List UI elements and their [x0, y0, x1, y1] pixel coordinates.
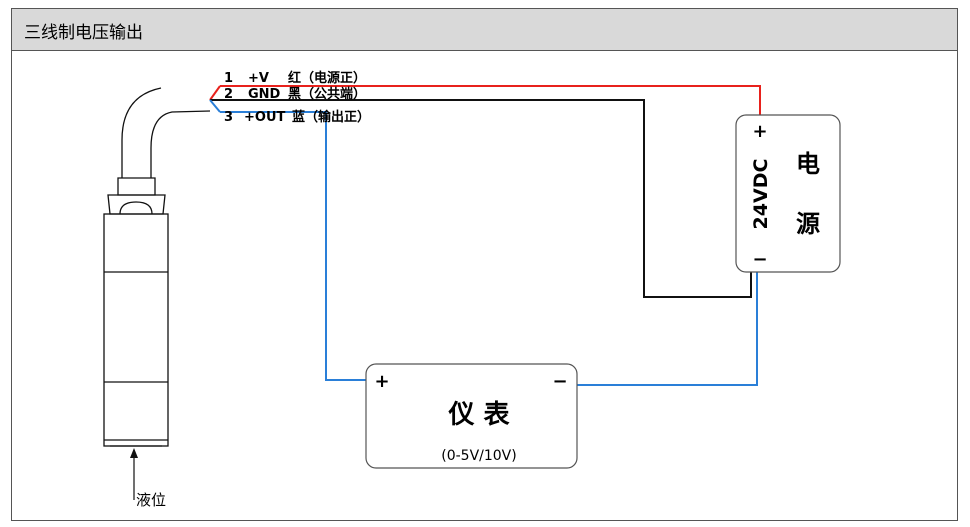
meter-label: 仪 表: [447, 400, 510, 430]
wire-3-number: 3: [224, 110, 233, 125]
wire-blue-return: [577, 268, 758, 386]
wire-1-number: 1: [224, 71, 233, 86]
wire-3-desc: 蓝（输出正）: [292, 109, 370, 125]
meter-minus: −: [552, 371, 567, 392]
wire-3-signal: +OUT: [244, 110, 286, 125]
level-label: 液位: [136, 491, 166, 509]
wire-red: [220, 85, 761, 117]
wire-black: [222, 99, 752, 298]
meter: + − 仪 表 (0-5V/10V): [365, 363, 578, 469]
power-plus: +: [752, 121, 767, 142]
wire-1-signal: +V: [248, 71, 269, 86]
power-supply: + − 24VDC 电 源: [735, 114, 841, 273]
level-arrow: [130, 448, 138, 500]
header-bar: 三线制电压输出: [12, 9, 957, 51]
power-label-1: 电: [796, 150, 820, 178]
wire-2-signal: GND: [248, 87, 281, 102]
power-minus: −: [752, 249, 767, 270]
level-sensor: [103, 87, 211, 447]
meter-range: (0-5V/10V): [441, 448, 516, 464]
wire-2-number: 2: [224, 87, 233, 102]
meter-plus: +: [374, 371, 389, 392]
cable-fanout: [209, 85, 222, 113]
wire-1-desc: 红（电源正）: [288, 70, 366, 86]
wire-2-desc: 黑（公共端）: [288, 86, 366, 102]
power-voltage: 24VDC: [750, 159, 772, 230]
wire-blue-meter: [220, 111, 370, 381]
power-label-2: 源: [796, 210, 820, 238]
diagram-title: 三线制电压输出: [24, 23, 143, 43]
